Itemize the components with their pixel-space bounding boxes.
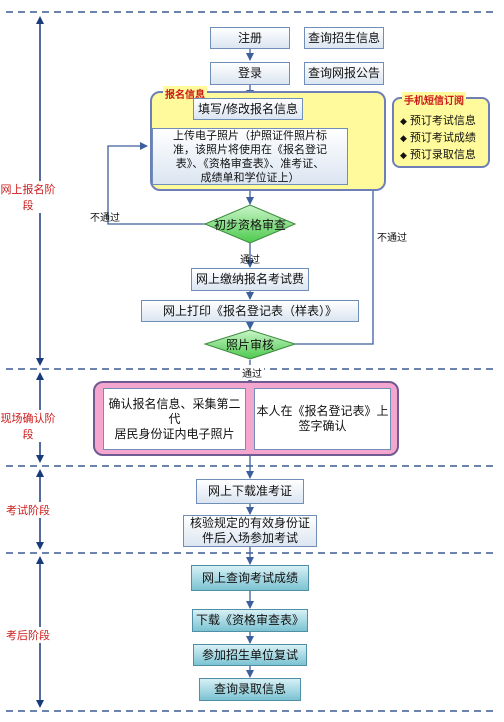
initial-check-label: 初步资格审查 — [213, 217, 286, 232]
sms-item[interactable]: 预订考试信息 — [400, 113, 488, 130]
retest-box[interactable]: 参加招生单位复试 — [193, 644, 307, 666]
stage-label-after: 考后阶段 — [0, 627, 56, 643]
stage-label-exam: 考试阶段 — [0, 502, 56, 518]
verify-id-box[interactable]: 核验规定的有效身份证 件后入场参加考试 — [183, 515, 317, 547]
query-info-box[interactable]: 查询招生信息 — [304, 27, 384, 49]
sms-item[interactable]: 预订考试成绩 — [400, 130, 488, 147]
query-score-box[interactable]: 网上查询考试成绩 — [191, 565, 309, 591]
fail-loop-left — [107, 142, 206, 225]
pay-fee-box[interactable]: 网上缴纳报名考试费 — [191, 268, 309, 291]
fail-label-right: 不通过 — [377, 233, 407, 244]
pass-label-2: 通过 — [240, 365, 264, 380]
sms-title: 手机短信订阅 — [402, 92, 466, 107]
sms-item[interactable]: 预订录取信息 — [400, 147, 488, 164]
query-notice-box[interactable]: 查询网报公告 — [304, 62, 384, 85]
initial-check-diamond — [203, 204, 297, 244]
stage-label-onsite: 现场确认阶段 — [0, 410, 56, 442]
sms-subscription-panel: 手机短信订阅 预订考试信息 预订考试成绩 预订录取信息 — [392, 92, 490, 168]
register-box[interactable]: 注册 — [210, 27, 290, 49]
signup-group-label: 报名信息 — [163, 86, 207, 101]
photo-review-label: 照片审核 — [225, 338, 274, 352]
sign-confirm-box[interactable]: 本人在《报名登记表》上 签字确认 — [254, 388, 391, 450]
fill-info-box[interactable]: 填写/修改报名信息 — [193, 98, 303, 120]
download-ticket-box[interactable]: 网上下载准考证 — [196, 479, 304, 504]
print-form-box[interactable]: 网上打印《报名登记表（样表）》 — [141, 300, 359, 322]
upload-photo-box[interactable]: 上传电子照片（护照证件照片标 准，该照片将使用在《报名登记 表》、《资格审查表》… — [152, 128, 348, 185]
confirm-info-box[interactable]: 确认报名信息、采集第二代 居民身份证内电子照片 — [103, 388, 246, 450]
login-box[interactable]: 登录 — [210, 62, 290, 85]
fail-label-left: 不通过 — [90, 213, 120, 224]
download-review-box[interactable]: 下载《资格审查表》 — [192, 609, 308, 632]
photo-review-diamond — [203, 329, 297, 360]
stage-label-online: 网上报名阶段 — [0, 181, 56, 213]
pass-label-1: 通过 — [240, 255, 260, 266]
query-admission-box[interactable]: 查询录取信息 — [199, 678, 301, 701]
